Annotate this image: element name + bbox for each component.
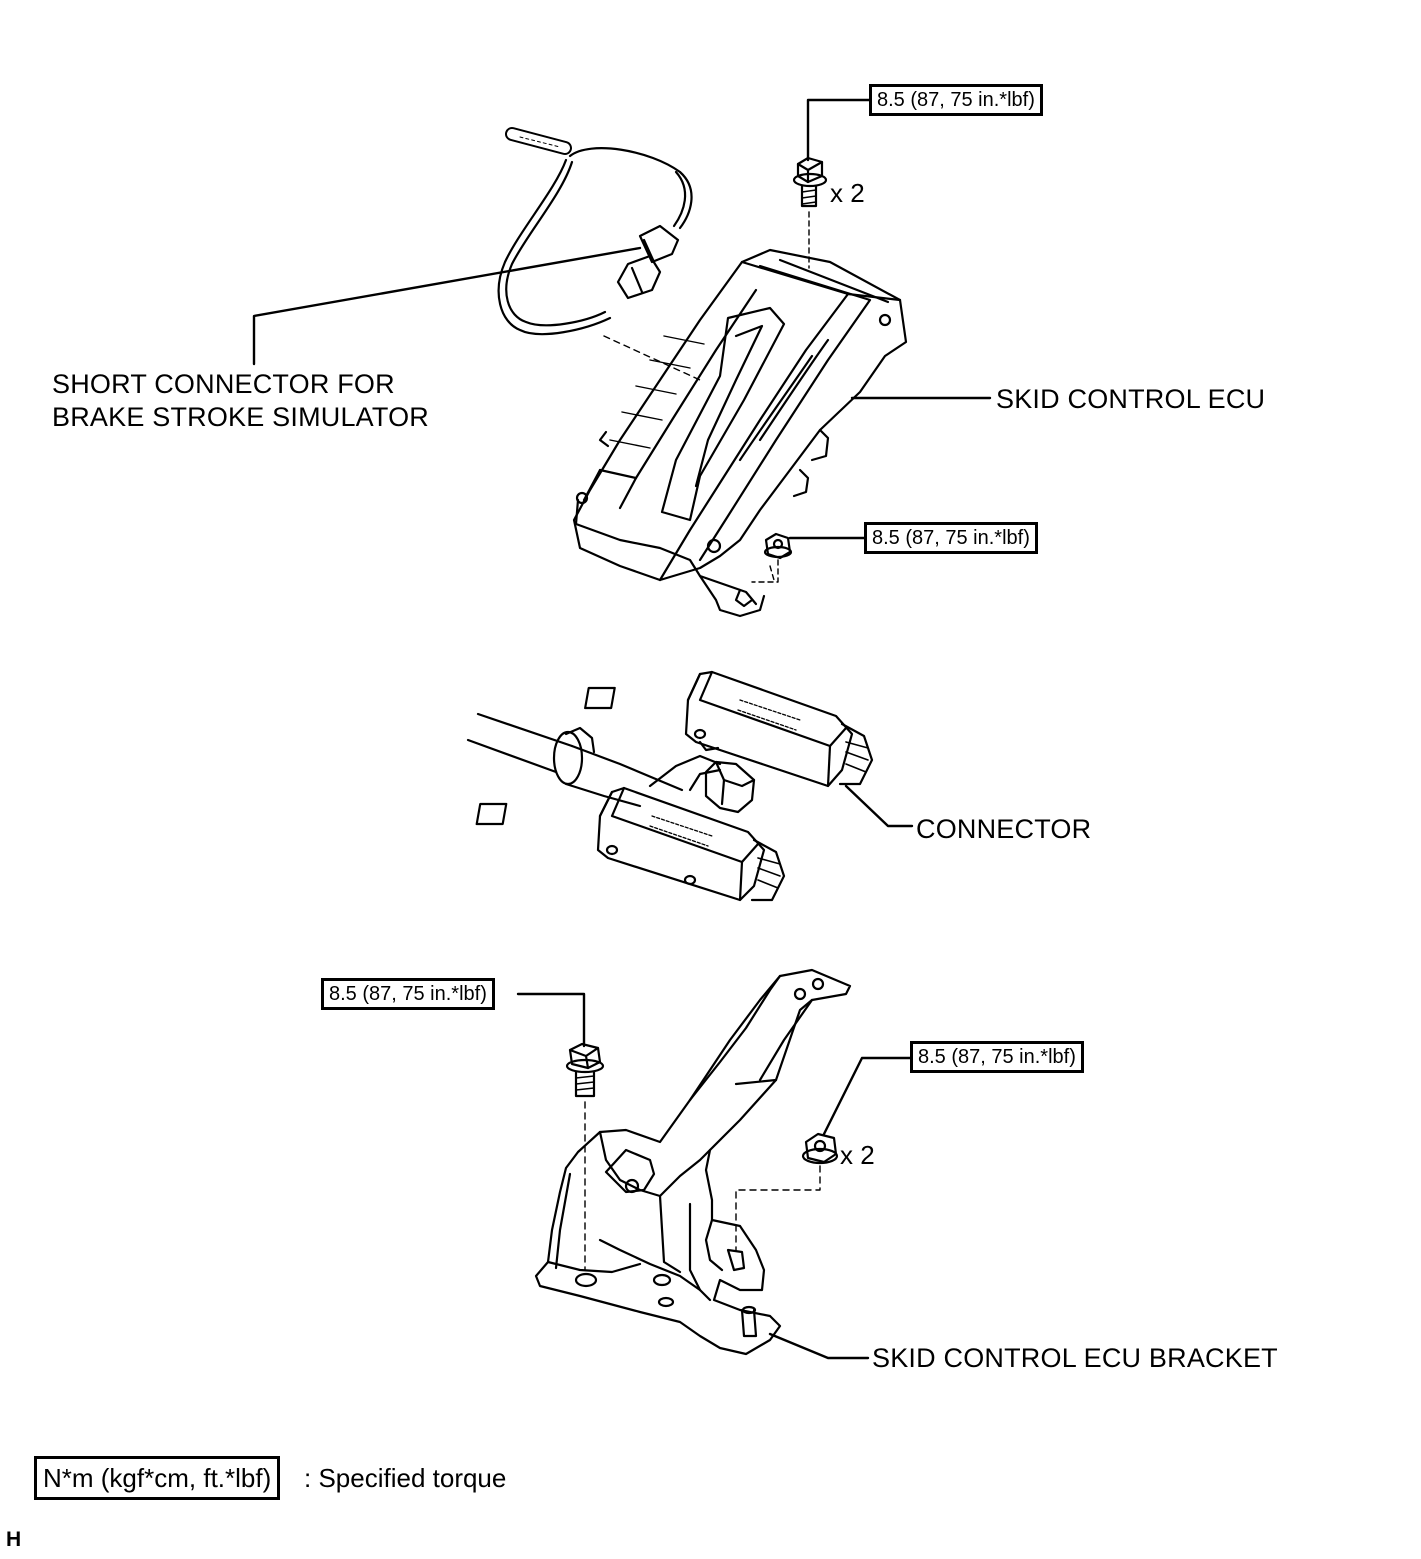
- connector-upper: [584, 670, 874, 788]
- legend-unit-box: N*m (kgf*cm, ft.*lbf): [34, 1456, 281, 1500]
- bracket-bolt: [565, 1042, 605, 1271]
- leader-bracket-bolt-torque: [516, 992, 586, 1048]
- connector-label: CONNECTOR: [916, 814, 1092, 844]
- leader-bracket: [768, 1332, 870, 1360]
- figure-code: H: [6, 1528, 22, 1551]
- connector-lower: [475, 786, 786, 902]
- torque-box-bracket-nut: 8.5 (87, 75 in.*lbf): [910, 1041, 1084, 1073]
- ecu-wire-harness: [497, 127, 693, 336]
- short-connector-dashed-guide: [603, 335, 701, 381]
- short-connector-label-line1: SHORT CONNECTOR FOR: [52, 369, 395, 399]
- legend-description: : Specified torque: [304, 1463, 507, 1493]
- ecu-bottom-nut: [751, 532, 793, 583]
- torque-box-bracket-bolt: 8.5 (87, 75 in.*lbf): [321, 978, 495, 1010]
- leader-ecu-top-torque: [806, 98, 874, 162]
- leader-connector: [844, 784, 914, 828]
- ecu-bracket: [534, 968, 852, 1356]
- short-connector-label-line2: BRAKE STROKE SIMULATOR: [52, 402, 429, 432]
- ecu-top-bolt: [792, 156, 828, 269]
- short-connector-plug: [616, 224, 680, 300]
- connector-harness: [466, 712, 722, 808]
- torque-box-ecu-nut: 8.5 (87, 75 in.*lbf): [864, 522, 1038, 554]
- bracket-nut-quantity: x 2: [840, 1140, 875, 1170]
- torque-box-ecu-bolt: 8.5 (87, 75 in.*lbf): [869, 84, 1043, 116]
- leader-lines: [252, 98, 992, 1360]
- ecu-body: [572, 248, 908, 618]
- ecu-bolt-quantity: x 2: [830, 178, 865, 208]
- leader-bracket-nut-torque: [822, 1056, 914, 1136]
- bracket-nut: [735, 1132, 839, 1251]
- skid-control-ecu-bracket-label: SKID CONTROL ECU BRACKET: [872, 1343, 1278, 1373]
- leader-short-connector: [252, 246, 642, 366]
- skid-control-ecu-label: SKID CONTROL ECU: [996, 384, 1266, 414]
- connector-clip: [704, 760, 756, 814]
